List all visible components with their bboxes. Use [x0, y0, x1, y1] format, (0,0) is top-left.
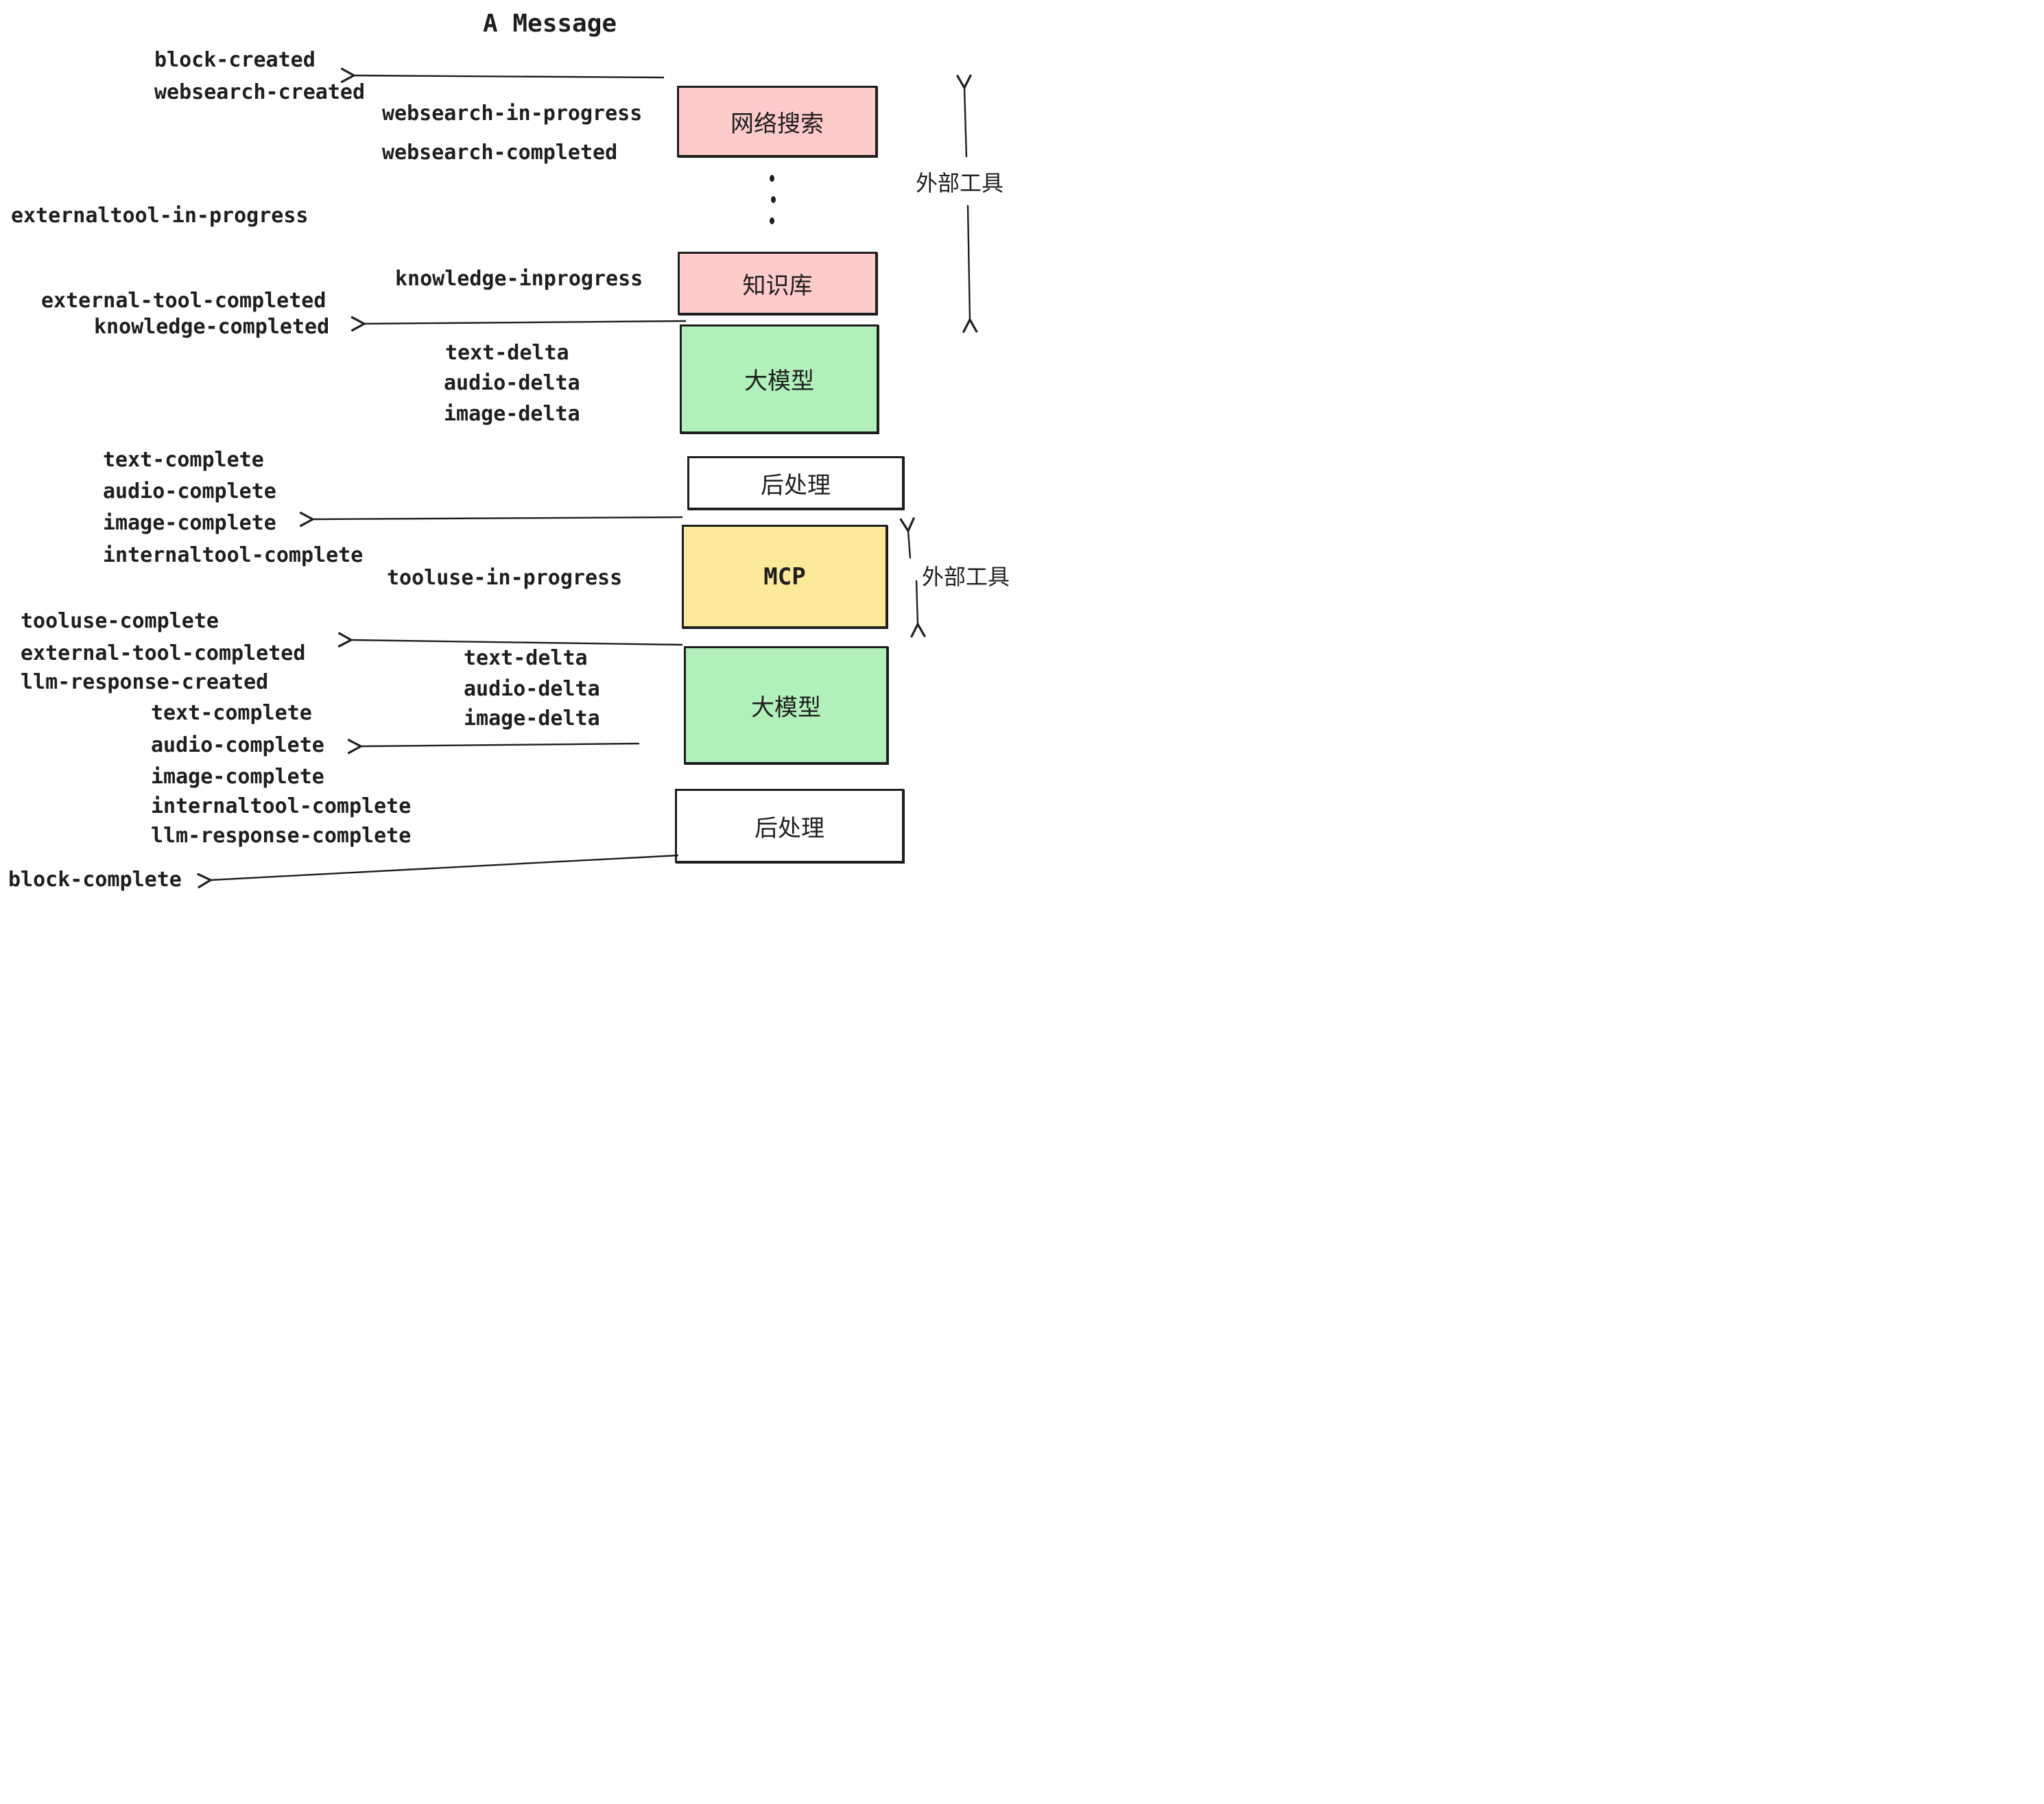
message-flow-diagram: A Message block-created websearch-create… [0, 0, 1022, 902]
box-post-2: 后处理 [675, 789, 904, 863]
event-label-llm-response-created: llm-response-created [21, 670, 269, 694]
box-llm-2: 大模型 [684, 646, 888, 764]
event-label-knowledge-completed: knowledge-completed [94, 315, 330, 339]
event-label-llm-response-complete: llm-response-complete [151, 824, 412, 848]
event-label-image-complete: image-complete [103, 511, 276, 535]
event-label-image-complete-2: image-complete [151, 765, 324, 789]
event-label-image-delta-2: image-delta [464, 707, 600, 731]
event-label-text-complete-2: text-complete [151, 701, 312, 725]
box-post-1-label: 后处理 [761, 471, 831, 499]
event-label-external-tool-completed-2: external-tool-completed [21, 641, 306, 665]
event-label-block-complete: block-complete [8, 868, 182, 892]
arrow-external-tool-down-2 [910, 580, 927, 638]
ellipsis-dot [770, 217, 774, 224]
event-label-block-created: block-created [154, 48, 316, 72]
event-label-external-tool-completed: external-tool-completed [41, 289, 326, 313]
arrow-image-complete [299, 511, 683, 527]
event-label-audio-complete: audio-complete [103, 479, 276, 503]
ellipsis-dot [771, 196, 776, 203]
event-label-audio-delta: audio-delta [444, 371, 580, 395]
arrow-external-tool-up-1 [955, 74, 972, 158]
box-knowledge-label: 知识库 [742, 272, 813, 300]
box-post-2-label: 后处理 [754, 814, 824, 842]
event-label-internaltool-complete: internaltool-complete [103, 543, 364, 567]
box-llm-1-label: 大模型 [744, 368, 814, 395]
event-label-websearch-created: websearch-created [154, 80, 366, 104]
box-llm-1: 大模型 [680, 324, 879, 434]
event-label-websearch-in-progress: websearch-in-progress [382, 102, 643, 126]
arrow-audio-complete [347, 738, 640, 755]
arrow-block-complete [197, 854, 679, 889]
box-websearch-label: 网络搜索 [730, 110, 824, 138]
arrow-knowledge-completed [350, 316, 687, 332]
side-label-external-tool-top: 外部工具 [916, 170, 1004, 196]
event-label-tooluse-complete: tooluse-complete [21, 609, 219, 633]
event-label-text-delta-2: text-delta [464, 646, 588, 670]
event-label-tooluse-in-progress: tooluse-in-progress [387, 566, 623, 590]
arrow-external-tool-down-1 [962, 204, 978, 333]
side-label-external-tool-bottom: 外部工具 [922, 564, 1010, 590]
event-label-audio-delta-2: audio-delta [464, 677, 600, 701]
box-mcp: MCP [682, 525, 888, 628]
event-label-websearch-completed: websearch-completed [382, 141, 618, 165]
page-title: A Message [483, 10, 617, 38]
event-label-internaltool-complete-2: internaltool-complete [151, 794, 412, 818]
event-label-text-delta: text-delta [445, 341, 569, 365]
event-label-audio-complete-2: audio-complete [151, 733, 324, 757]
arrow-block-created [340, 67, 665, 84]
event-label-image-delta: image-delta [444, 402, 580, 426]
event-label-knowledge-inprogress: knowledge-inprogress [395, 267, 643, 291]
box-mcp-label: MCP [763, 562, 806, 591]
arrow-tooluse-complete [337, 632, 683, 648]
ellipsis-dot [770, 175, 774, 182]
event-label-externaltool-in-progress: externaltool-in-progress [11, 204, 309, 228]
arrow-external-tool-up-2 [899, 517, 916, 559]
box-llm-2-label: 大模型 [751, 693, 821, 722]
box-knowledge: 知识库 [678, 252, 877, 315]
box-post-1: 后处理 [687, 456, 904, 510]
event-label-text-complete: text-complete [103, 448, 264, 472]
box-websearch: 网络搜索 [677, 86, 877, 157]
